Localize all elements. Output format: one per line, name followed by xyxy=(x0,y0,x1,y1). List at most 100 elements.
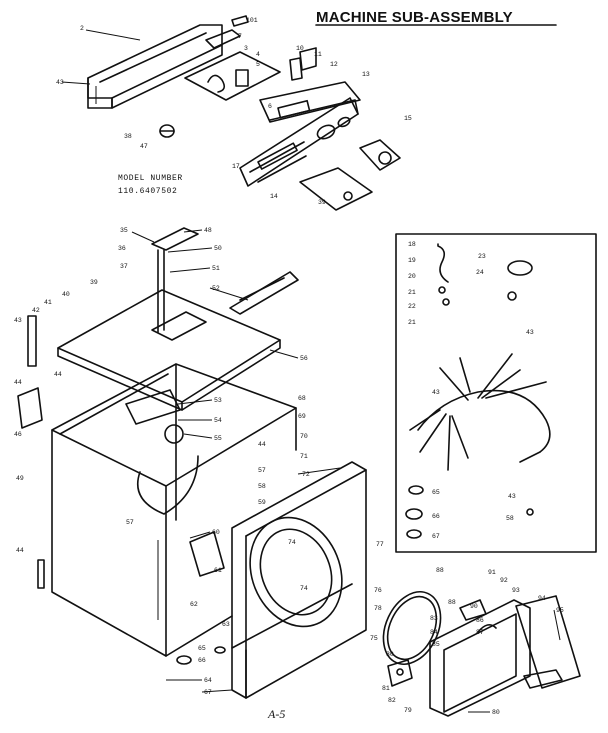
callout-20: 20 xyxy=(408,273,416,280)
timer-knob-part-39 xyxy=(159,124,175,138)
callout-7: 7 xyxy=(238,33,242,40)
callout-74: 74 xyxy=(300,585,308,592)
callout-93: 93 xyxy=(512,587,520,594)
callout-61: 61 xyxy=(214,567,222,574)
callout-65-inset: 65 xyxy=(432,489,440,496)
callout-94: 94 xyxy=(538,595,546,602)
callout-75: 75 xyxy=(370,635,378,642)
callout-69: 69 xyxy=(298,413,306,420)
callout-42: 42 xyxy=(32,307,40,314)
callout-60: 60 xyxy=(212,529,220,536)
callout-5: 5 xyxy=(256,61,260,68)
base-parts xyxy=(176,531,226,665)
callout-55: 55 xyxy=(214,435,222,442)
control-panel xyxy=(239,81,361,187)
model-label: MODEL NUMBER xyxy=(118,174,183,183)
callout-43-inset-top: 43 xyxy=(526,329,534,336)
top-cover xyxy=(57,289,281,411)
callout-45: 44 xyxy=(14,379,22,386)
callout-48: 48 xyxy=(204,227,212,234)
control-knob-part-16 xyxy=(359,139,401,171)
callout-80: 80 xyxy=(386,651,394,658)
callout-13: 13 xyxy=(362,71,370,78)
callout-54: 54 xyxy=(214,417,222,424)
left-bracket xyxy=(17,315,45,589)
callout-14: 14 xyxy=(270,193,278,200)
callout-83: 83 xyxy=(430,615,438,622)
model-number: 110.6407502 xyxy=(118,187,177,196)
callout-11: 11 xyxy=(314,51,322,58)
callout-44-right: 44 xyxy=(258,441,266,448)
callout-88: 88 xyxy=(436,567,444,574)
callout-44-low: 44 xyxy=(16,547,24,554)
callout-44-mid: 44 xyxy=(54,371,62,378)
hinge-bracket xyxy=(151,227,199,333)
console-backsplash xyxy=(87,24,223,109)
callout-52: 52 xyxy=(212,285,220,292)
callout-78: 78 xyxy=(374,605,382,612)
callout-56: 56 xyxy=(300,355,308,362)
callout-90: 90 xyxy=(470,603,478,610)
wiring-inset xyxy=(395,233,597,553)
callout-12: 12 xyxy=(330,61,338,68)
callout-23: 23 xyxy=(478,253,486,260)
callout-86: 86 xyxy=(476,617,484,624)
callout-71: 71 xyxy=(300,453,308,460)
callout-3: 3 xyxy=(244,45,248,52)
callout-43-top: 43 xyxy=(56,79,64,86)
callout-58-inset: 58 xyxy=(506,515,514,522)
callout-53: 53 xyxy=(214,397,222,404)
page-mark: A-5 xyxy=(267,707,285,721)
callout-37: 37 xyxy=(120,263,128,270)
callout-63: 63 xyxy=(222,621,230,628)
callout-43-left: 43 xyxy=(14,317,22,324)
callout-95: 95 xyxy=(556,607,564,614)
callout-21b: 21 xyxy=(408,319,416,326)
callout-66-inset: 66 xyxy=(432,513,440,520)
door-assembly xyxy=(429,595,581,717)
small-bracket-part-7 xyxy=(205,15,249,49)
callout-64: 64 xyxy=(204,677,212,684)
callout-57b: 57 xyxy=(126,519,134,526)
callout-81: 81 xyxy=(382,685,390,692)
callout-91: 91 xyxy=(488,569,496,576)
callout-73: 74 xyxy=(288,539,296,546)
callout-62: 62 xyxy=(190,601,198,608)
callout-51: 51 xyxy=(212,265,220,272)
callout-84: 84 xyxy=(430,629,438,636)
callout-38: 38 xyxy=(124,133,132,140)
callout-36: 36 xyxy=(118,245,126,252)
callout-18: 18 xyxy=(408,241,416,248)
callout-79: 79 xyxy=(404,707,412,714)
callout-68: 68 xyxy=(298,395,306,402)
callout-80b: 80 xyxy=(492,709,500,716)
callout-21: 21 xyxy=(408,289,416,296)
callout-15: 15 xyxy=(404,115,412,122)
callout-70: 70 xyxy=(300,433,308,440)
callout-92: 92 xyxy=(500,577,508,584)
callout-89: 88 xyxy=(448,599,456,606)
callout-19: 19 xyxy=(408,257,416,264)
callout-57: 57 xyxy=(258,467,266,474)
diagram-title: MACHINE SUB-ASSEMBLY xyxy=(316,9,513,26)
callout-65: 65 xyxy=(198,645,206,652)
callout-10: 10 xyxy=(296,45,304,52)
lid-switch-part-52 xyxy=(229,271,299,315)
cabinet xyxy=(51,363,297,657)
callout-66: 66 xyxy=(198,657,206,664)
callout-59: 59 xyxy=(258,499,266,506)
hinge-part-81 xyxy=(387,659,413,687)
callout-50: 50 xyxy=(214,245,222,252)
callout-43-inset: 43 xyxy=(432,389,440,396)
dispenser-part-53 xyxy=(125,389,199,515)
switch-assembly xyxy=(184,47,317,101)
door-gasket-part-79 xyxy=(382,591,442,665)
callout-85: 85 xyxy=(432,641,440,648)
callout-24: 24 xyxy=(476,269,484,276)
callout-76: 76 xyxy=(374,587,382,594)
callout-87: 87 xyxy=(476,629,484,636)
callout-67: 67 xyxy=(204,689,212,696)
callout-41: 41 xyxy=(44,299,52,306)
callout-47: 47 xyxy=(140,143,148,150)
